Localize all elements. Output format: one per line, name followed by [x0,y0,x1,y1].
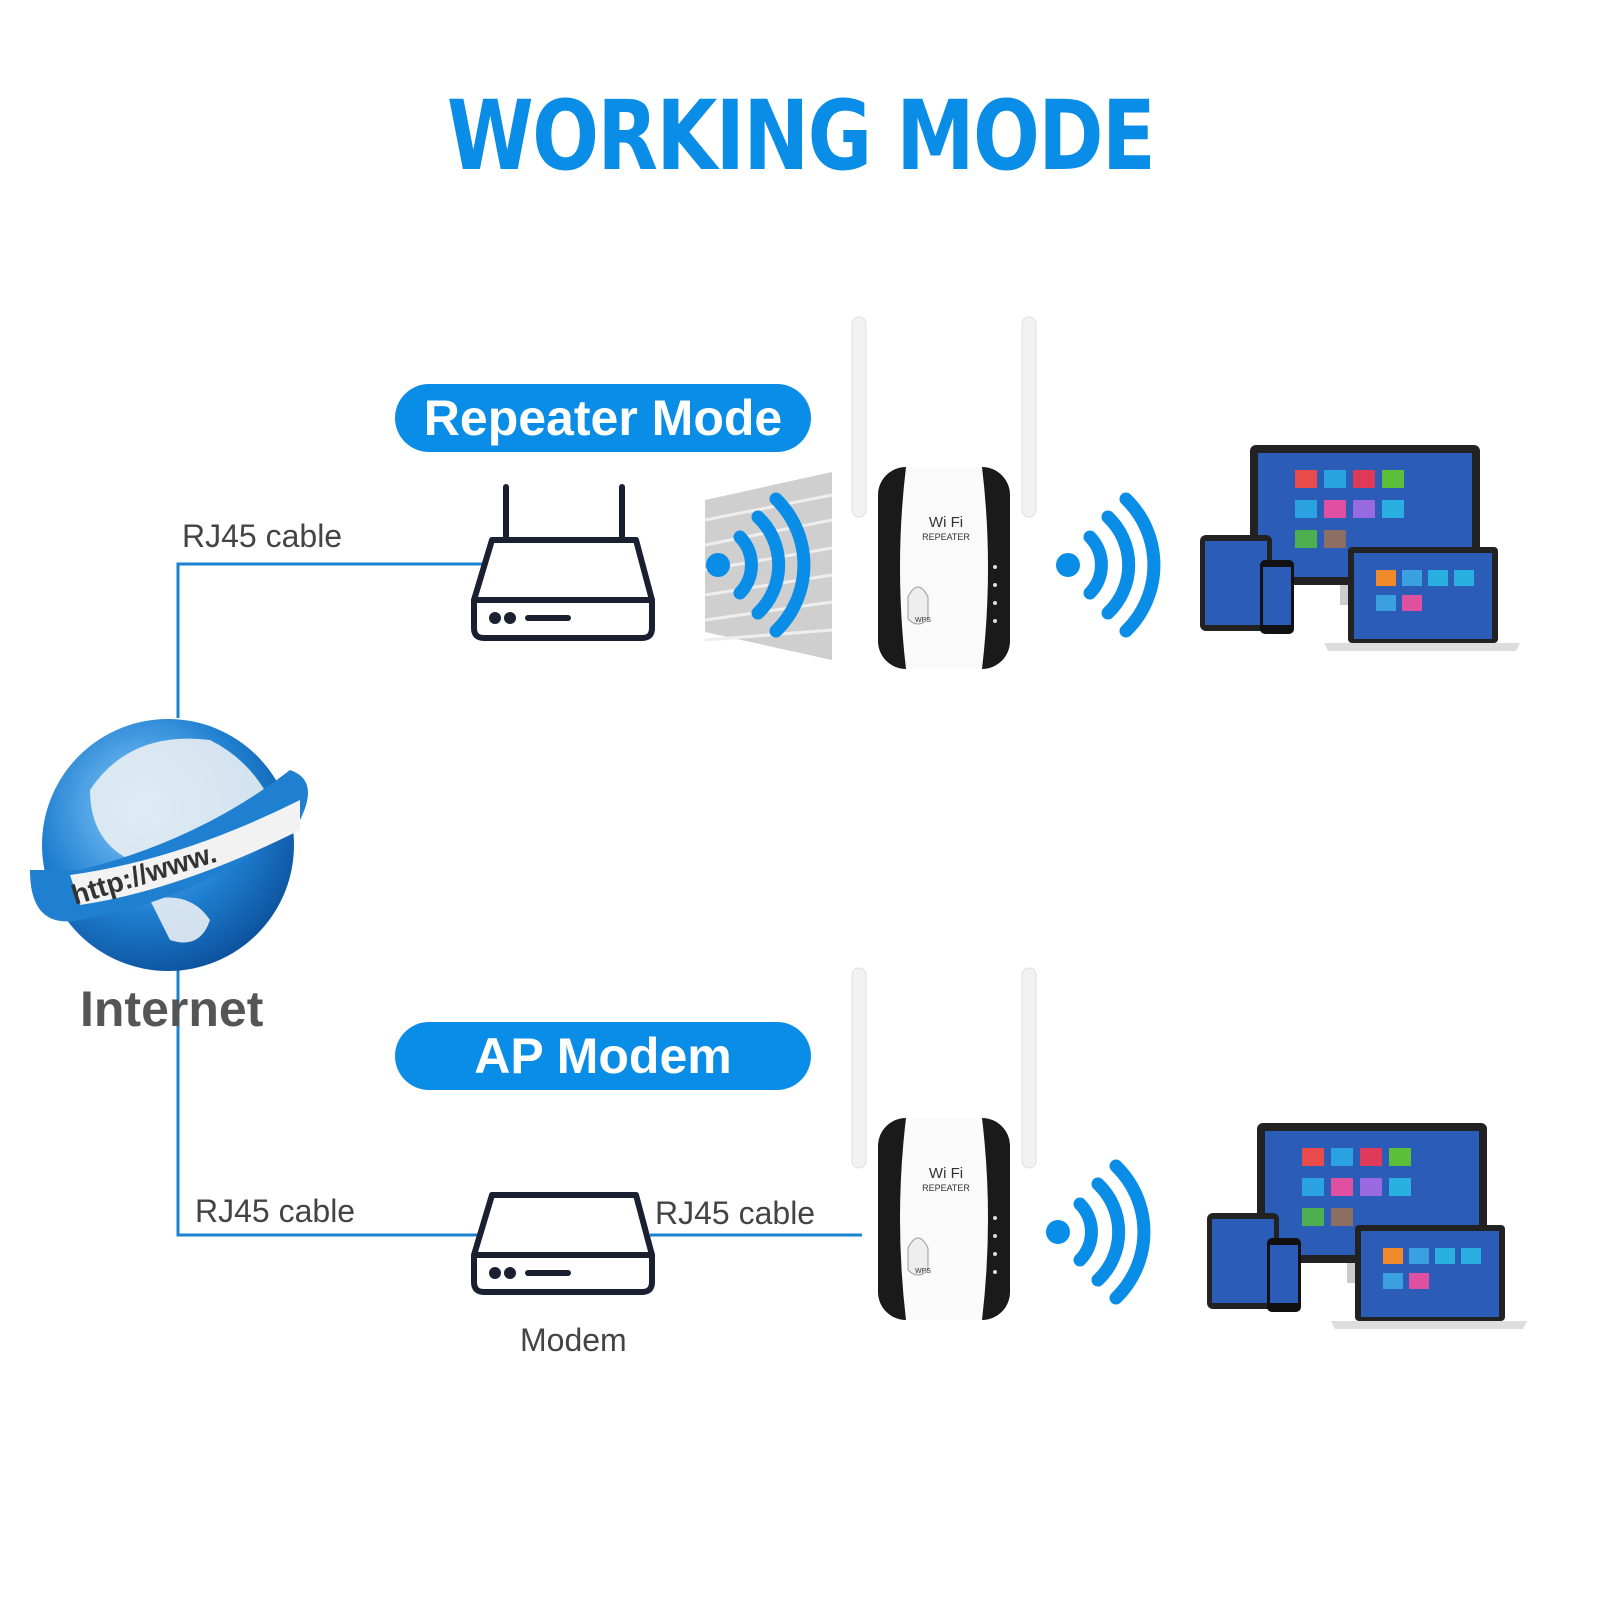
cable-label: RJ45 cable [655,1195,816,1231]
modem-label: Modem [520,1322,627,1358]
repeater-mode-badge: Repeater Mode [395,384,811,452]
device-brand: Wi Fi [929,1165,963,1182]
repeater-device-icon [851,316,1037,670]
modem-icon [471,1192,655,1295]
device-brand: Wi Fi [929,514,963,531]
cable-label: RJ45 cable [182,518,343,554]
devices-icon [1200,445,1520,651]
ap-mode-badge: AP Modem [395,1022,811,1090]
router-icon [471,484,655,641]
wifi-signal-icon [1056,499,1154,631]
wifi-signal-icon [1046,1166,1144,1298]
globe-icon: http://www. [30,719,308,971]
devices-icon [1207,1123,1527,1329]
brick-wall-icon [704,472,833,660]
wps-button: WPS [915,1268,931,1275]
wps-button: WPS [915,617,931,624]
repeater-device-icon [851,967,1037,1321]
page-title: WORKING MODE [446,80,1156,192]
device-model: REPEATER [922,532,970,542]
device-model: REPEATER [922,1183,970,1193]
cable-label: RJ45 cable [195,1193,356,1229]
cable-line-repeater [176,562,482,718]
internet-label: Internet [80,981,264,1037]
cable-line-ap [176,960,862,1237]
